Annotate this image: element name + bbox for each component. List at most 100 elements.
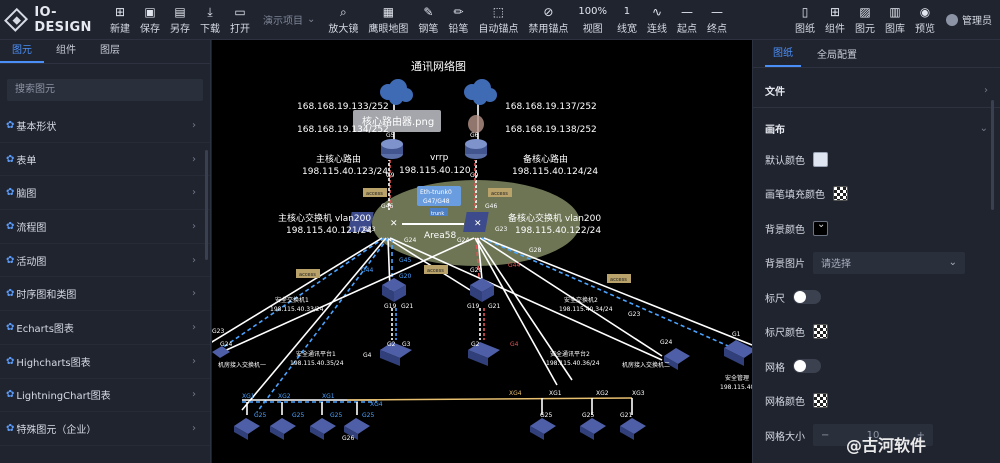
port-label[interactable]: G23 [495,226,507,233]
port-label[interactable]: G20 [470,267,482,274]
core-switch-icon[interactable]: ✕ [348,212,398,232]
new-button[interactable]: ⊞新建 [105,0,135,40]
port-label[interactable]: G1 [732,331,741,338]
eth-ports-label[interactable]: G47/G48 [423,198,450,205]
library-button[interactable]: ▥图库 [880,0,910,40]
component-button[interactable]: ⊞组件 [820,0,850,40]
pen-button[interactable]: ✎钢笔 [413,0,443,40]
port-label[interactable]: G25 [582,412,594,419]
port-label[interactable]: G25 [330,412,342,419]
link-line[interactable] [481,237,743,353]
pencil-button[interactable]: ✏铅笔 [443,0,473,40]
port-label[interactable]: XG1 [549,390,562,397]
sec-platform-1-label[interactable]: 安全通讯平台1 [296,350,336,358]
switch-icon[interactable] [344,418,370,440]
router-icon[interactable] [465,115,487,159]
connection-button[interactable]: ∿连线 [642,0,672,40]
port-label[interactable]: XG2 [596,390,609,397]
category-item[interactable]: ✿表单› [0,143,210,177]
ip-label[interactable]: 168.168.19.138/252 [505,125,597,135]
link-line[interactable] [221,237,475,353]
switch-icon[interactable] [270,418,296,440]
tab-components[interactable]: 组件 [56,45,76,56]
port-label[interactable]: G23 [628,311,640,318]
open-button[interactable]: ▭打开 [225,0,255,40]
ip-label[interactable]: 168.168.19.137/252 [505,102,597,112]
port-label[interactable]: G28 [529,247,541,254]
category-item[interactable]: ✿时序图和类图› [0,277,210,312]
category-item[interactable]: ✿特殊图元（企业）› [0,412,210,446]
security-switch-icon[interactable] [470,278,494,302]
main-router-label[interactable]: 主核心路由 [316,153,361,165]
main-router-ip[interactable]: 198.115.40.123/24 [302,167,388,177]
security-device-ip[interactable]: 198.115.40. [720,384,752,391]
section-file[interactable]: 文件 › [753,76,1000,104]
switch-icon[interactable] [620,418,646,440]
platform-icon[interactable] [380,342,412,366]
port-label[interactable]: G46 [381,203,393,210]
security-device-label[interactable]: 安全管理 [725,374,749,382]
grid-size-stepper[interactable]: − 10 + [813,424,933,447]
search-input[interactable]: 搜索图元 [7,79,203,101]
switch-icon[interactable] [310,418,336,440]
diagram-title[interactable]: 通讯网络图 [411,59,466,73]
port-label[interactable]: G21 [401,303,413,310]
view-zoom-button[interactable]: 100%视图 [573,0,612,40]
drawing-button[interactable]: ▯图纸 [790,0,820,40]
switch-icon[interactable] [580,418,606,440]
room-switch-2-label[interactable]: 机房接入交换机二 [622,361,670,369]
security-switch-icon[interactable] [382,278,406,302]
left-scrollbar[interactable] [205,150,208,260]
drawing-canvas[interactable]: ✕ ✕ [212,40,752,463]
save-as-button[interactable]: ▤另存 [165,0,195,40]
port-label[interactable]: G24 [660,339,672,346]
port-label[interactable]: G4 [363,352,372,359]
room-switch-icon[interactable] [212,346,230,358]
eth-trunk-label[interactable]: Eth-trunk0 [420,189,452,196]
ip-label[interactable]: 168.168.19.134/252 [297,125,389,135]
grid-color-swatch[interactable] [813,393,828,409]
right-scrollbar[interactable] [991,100,994,210]
section-canvas[interactable]: 画布 ⌄ [753,114,1000,142]
port-label[interactable]: G21 [620,412,632,419]
port-label[interactable]: G44 [361,267,373,274]
disable-anchor-button[interactable]: ⊘禁用锚点 [523,0,573,40]
backup-router-ip[interactable]: 198.115.40.124/24 [512,167,598,177]
category-item[interactable]: ✿活动图› [0,244,210,278]
port-label[interactable]: XG1 [322,393,335,400]
port-label[interactable]: G19 [467,303,479,310]
category-item[interactable]: ✿LightningChart图表› [0,379,210,413]
main-switch-ip[interactable]: 198.115.40.121/24 [286,226,372,236]
access-label[interactable]: access [427,268,444,274]
access-label[interactable]: access [610,277,627,283]
port-label[interactable]: G25 [362,412,374,419]
port-label[interactable]: G2 [387,341,396,348]
access-label[interactable]: access [299,272,316,278]
category-item[interactable]: ✿Echarts图表› [0,311,210,345]
access-label[interactable]: access [366,191,383,197]
core-switch-icon[interactable]: ✕ [463,212,489,232]
vrrp-label[interactable]: vrrp [430,153,449,163]
category-item[interactable]: ✿脑图› [0,176,210,211]
backup-router-label[interactable]: 备核心路由 [523,153,568,165]
port-label[interactable]: G4 [510,341,519,348]
sec-switch-2-label[interactable]: 安全交换机2 [564,296,598,304]
port-label[interactable]: XG2 [278,393,291,400]
port-label[interactable]: G25 [540,412,552,419]
port-label[interactable]: G3 [402,341,411,348]
port-label[interactable]: G24 [457,237,469,244]
port-label[interactable]: G23 [363,226,375,233]
link-line[interactable] [256,237,389,413]
port-label[interactable]: G19 [384,303,396,310]
tab-elements[interactable]: 图元 [0,40,44,63]
link-line[interactable] [212,237,383,345]
switch-icon[interactable] [530,418,556,440]
sec-platform-1-ip[interactable]: 198.115.40.35/24 [290,360,344,367]
end-point-button[interactable]: —终点 [702,0,732,40]
link-line[interactable] [241,237,387,411]
port-label[interactable]: G20 [399,273,411,280]
link-line[interactable] [476,237,573,381]
port-label[interactable]: XG1 [242,393,255,400]
port-label[interactable]: G23 [212,328,224,335]
port-label[interactable]: G21 [488,303,500,310]
